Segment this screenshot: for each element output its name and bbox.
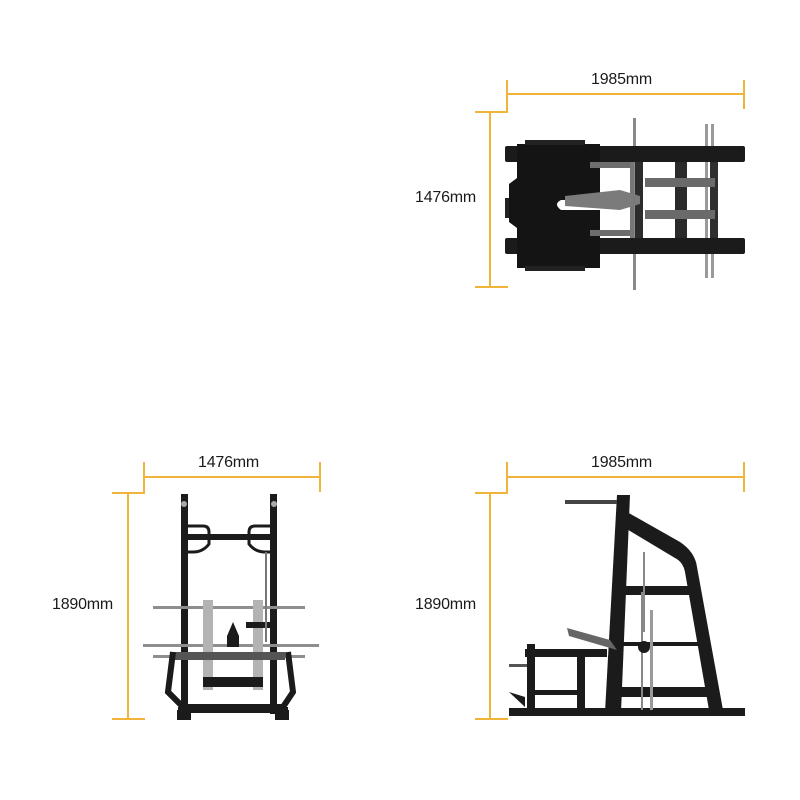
side-height-tick-top: [475, 492, 508, 494]
side-length-tick-left: [506, 462, 508, 494]
top-depth-tick-top: [475, 111, 508, 113]
machine-front-view-drawing: [143, 494, 319, 720]
top-depth-dimension-line: [489, 111, 491, 288]
side-height-label: 1890mm: [415, 596, 477, 613]
side-height-tick-bottom: [475, 718, 508, 720]
side-length-label: 1985mm: [591, 454, 653, 471]
top-width-tick-left: [506, 80, 508, 113]
top-width-label: 1985mm: [591, 71, 653, 88]
front-width-tick-left: [143, 462, 145, 494]
side-length-tick-right: [743, 462, 745, 492]
machine-side-view-drawing: [509, 495, 745, 716]
front-width-dimension-line: [144, 476, 321, 478]
front-width-label: 1476mm: [198, 454, 260, 471]
side-height-dimension-line: [489, 492, 491, 720]
top-depth-label: 1476mm: [415, 189, 477, 206]
front-height-label: 1890mm: [52, 596, 114, 613]
top-width-tick-right: [743, 80, 745, 109]
top-depth-tick-bottom: [475, 286, 508, 288]
front-height-tick-bottom: [112, 718, 145, 720]
front-height-dimension-line: [127, 492, 129, 720]
machine-top-view-drawing: [505, 118, 745, 290]
side-length-dimension-line: [507, 476, 745, 478]
front-width-tick-right: [319, 462, 321, 492]
top-width-dimension-line: [507, 93, 745, 95]
